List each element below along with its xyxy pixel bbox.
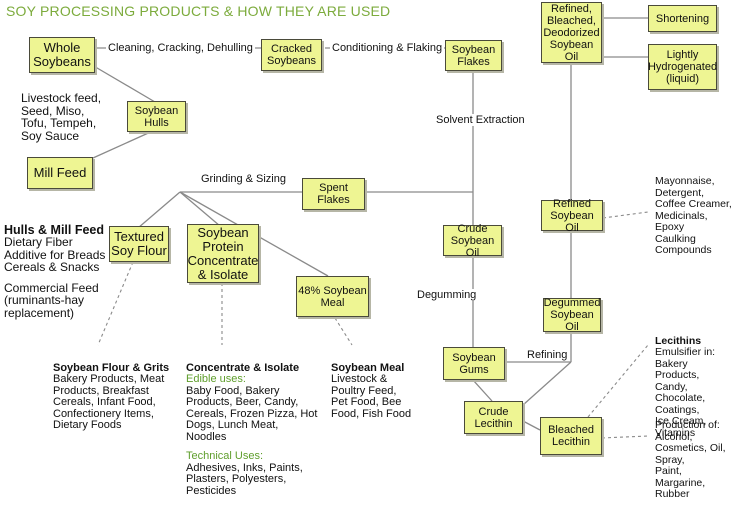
node-shortening: Shortening	[648, 5, 717, 32]
edge-label-solvent: Solvent Extraction	[434, 114, 527, 126]
diagram-title: SOY PROCESSING PRODUCTS & HOW THEY ARE U…	[6, 3, 391, 19]
flour-grits-heading: Soybean Flour & Grits	[53, 361, 170, 374]
edge-label-conditioning: Conditioning & Flaking	[330, 42, 445, 54]
node-lightly-hydrogenated: Lightly Hydrogenated (liquid)	[648, 44, 717, 90]
lecithins-body: Bakery Products, Candy, Chocolate, Coati…	[655, 357, 707, 439]
technical-uses-body: Adhesives, Inks, Paints, Plasters, Polye…	[186, 461, 303, 497]
lecithins-heading: Lecithins	[655, 334, 702, 347]
edible-uses-label: Edible uses:	[186, 373, 246, 385]
edge-label-refining: Refining	[525, 349, 570, 361]
hulls-mill-feed-body: Dietary Fiber Additive for Breads Cereal…	[4, 235, 106, 274]
node-whole-soybeans: Whole Soybeans	[29, 37, 95, 73]
soybean-meal-heading: Soybean Meal	[331, 361, 405, 374]
node-crude-soybean-oil: Crude Soybean Oil	[443, 223, 502, 259]
node-mill-feed: Mill Feed	[27, 157, 93, 189]
commercial-feed-note: Commercial Feed (ruminants-hay replaceme…	[4, 280, 99, 320]
soybean-meal-body: Livestock & Poultry Feed, Pet Food, Bee …	[331, 373, 412, 420]
node-soybean-flakes: Soybean Flakes	[445, 40, 502, 71]
node-rbd-soybean-oil: Refined, Bleached, Deodorized Soybean Oi…	[541, 2, 602, 63]
node-soybean-protein: Soybean Protein Concentrate & Isolate	[187, 224, 259, 283]
node-cracked-soybeans: Cracked Soybeans	[261, 39, 322, 71]
node-degummed-soybean-oil: Degummed Soybean Oil	[543, 297, 601, 333]
node-textured-soy-flour: Textured Soy Flour	[109, 226, 169, 262]
node-spent-flakes: Spent Flakes	[302, 178, 365, 210]
node-crude-lecithin: Crude Lecithin	[464, 401, 523, 434]
whole-soybeans-uses: Livestock feed, Seed, Miso, Tofu, Tempeh…	[21, 91, 102, 143]
refined-oil-uses: Mayonnaise, Detergent, Coffee Creamer, M…	[655, 175, 732, 256]
edge-label-grinding: Grinding & Sizing	[199, 173, 288, 185]
node-soybean-hulls: Soybean Hulls	[127, 101, 186, 132]
lecithin-production-note: Production of: Alcohol, Cosmetics, Oil, …	[655, 419, 726, 500]
edge-label-cleaning: Cleaning, Cracking, Dehulling	[106, 42, 255, 54]
connector-lines	[91, 17, 649, 439]
edible-uses-body: Baby Food, Bakery Products, Beer, Candy,…	[186, 384, 318, 443]
node-soybean-gums: Soybean Gums	[443, 347, 505, 380]
node-soybean-meal: 48% Soybean Meal	[296, 276, 369, 317]
concentrate-heading: Concentrate & Isolate	[186, 361, 300, 374]
node-refined-soybean-oil: Refined Soybean Oil	[541, 198, 603, 234]
flour-grits-body: Bakery Products, Meat Products, Breakfas…	[53, 373, 165, 431]
hulls-mill-feed-heading: Hulls & Mill Feed	[4, 222, 105, 237]
lecithins-intro: Emulsifier in:	[655, 346, 716, 358]
node-bleached-lecithin: Bleached Lecithin	[540, 417, 602, 455]
edge-label-degumming: Degumming	[415, 289, 479, 301]
technical-uses-label: Technical Uses:	[186, 450, 264, 462]
